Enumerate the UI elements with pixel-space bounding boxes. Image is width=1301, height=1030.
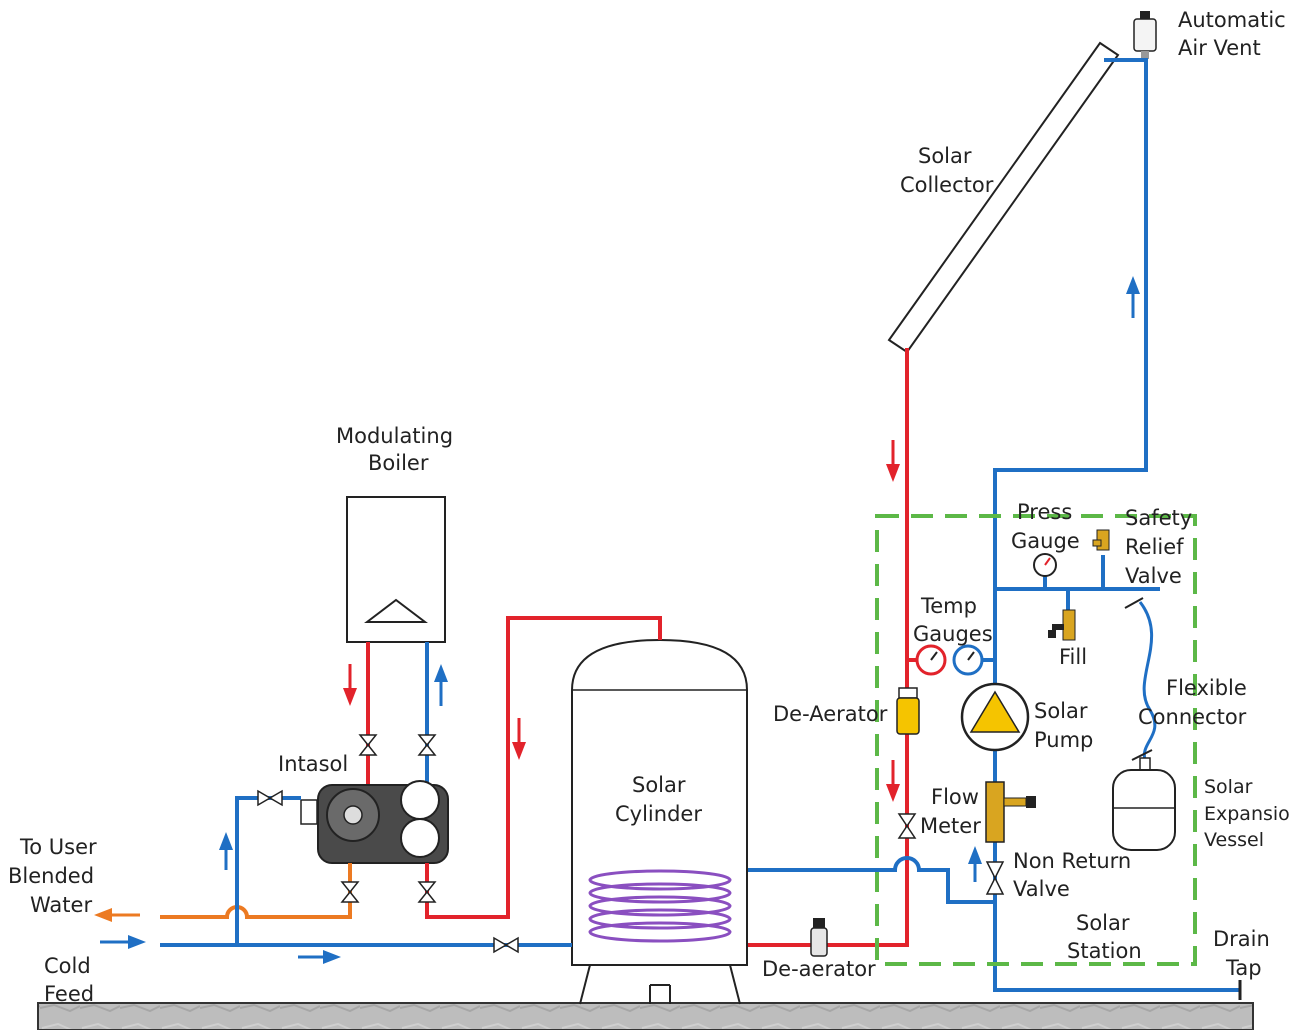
- svg-text:Station: Station: [1067, 939, 1142, 963]
- svg-text:Automatic: Automatic: [1178, 8, 1286, 32]
- label-fill: Fill: [1059, 645, 1087, 669]
- label-cold-feed: Cold Feed: [44, 954, 94, 1006]
- svg-text:Collector: Collector: [900, 173, 994, 197]
- svg-text:Cold: Cold: [44, 954, 91, 978]
- label-temp-gauges: Temp Gauges: [913, 594, 993, 646]
- label-flexible-connector: Flexible Connector: [1138, 676, 1247, 729]
- de-aerator-lower: [810, 918, 828, 957]
- svg-text:Safety: Safety: [1125, 506, 1192, 530]
- temp-gauge-red: [915, 644, 947, 676]
- svg-text:Modulating: Modulating: [336, 424, 453, 448]
- label-solar-cylinder: Solar Cylinder: [615, 773, 702, 826]
- solar-station-border: [875, 514, 1197, 966]
- hot-arrow-down: [512, 718, 526, 760]
- label-solar-collector: Solar Collector: [900, 144, 994, 197]
- label-intasol: Intasol: [278, 752, 348, 776]
- svg-text:Temp: Temp: [920, 594, 977, 618]
- cold-arrow-up: [219, 832, 233, 870]
- svg-text:Gauges: Gauges: [913, 622, 993, 646]
- svg-text:Solar: Solar: [918, 144, 972, 168]
- flow-arrow-down-red: [886, 440, 900, 802]
- svg-text:Boiler: Boiler: [368, 451, 429, 475]
- coil-return-pipe: [660, 856, 995, 904]
- svg-text:Pump: Pump: [1034, 728, 1093, 752]
- flexible-connector: [1138, 601, 1157, 761]
- svg-text:Connector: Connector: [1138, 705, 1247, 729]
- label-flow-meter: Flow Meter: [920, 785, 981, 838]
- svg-text:Blended: Blended: [8, 864, 94, 888]
- temp-gauge-blue: [952, 644, 984, 676]
- solar-expansion-vessel: [1112, 757, 1176, 851]
- collector-return-pipe: [993, 58, 1240, 992]
- svg-text:Gauge: Gauge: [1011, 529, 1080, 553]
- cold-branch-pipe: [235, 796, 301, 945]
- svg-text:Press: Press: [1017, 500, 1072, 524]
- red-pipe-valve: [897, 813, 917, 839]
- svg-text:Flow: Flow: [931, 785, 979, 809]
- label-modulating-boiler: Modulating Boiler: [336, 424, 453, 475]
- svg-text:Water: Water: [30, 893, 92, 917]
- label-solar-station: Solar Station: [1067, 911, 1142, 963]
- non-return-valve: [985, 861, 1005, 895]
- solar-pump: [960, 682, 1030, 752]
- flow-meter: [985, 781, 1036, 843]
- boiler-arrow-up: [434, 664, 448, 706]
- blended-outlet-pipe: [160, 863, 352, 919]
- label-de-aerator-lower: De-aerator: [762, 957, 876, 981]
- label-to-user: To User Blended Water: [8, 835, 97, 917]
- svg-text:Solar: Solar: [1076, 911, 1130, 935]
- label-de-aerator-upper: De-Aerator: [773, 702, 888, 726]
- safety-relief-valve: [1092, 529, 1110, 551]
- label-solar-pump: Solar Pump: [1034, 699, 1093, 752]
- intasol-valve: [300, 780, 449, 864]
- svg-text:Valve: Valve: [1013, 877, 1070, 901]
- boiler-arrow-down: [343, 664, 357, 706]
- solar-collector: [887, 41, 1120, 354]
- svg-text:Feed: Feed: [44, 982, 94, 1006]
- automatic-air-vent: [1133, 11, 1157, 59]
- svg-text:Drain: Drain: [1213, 927, 1270, 951]
- intasol-valves-low: [340, 881, 437, 903]
- svg-text:Solar: Solar: [1034, 699, 1088, 723]
- svg-text:Solar: Solar: [1204, 776, 1253, 798]
- label-press-gauge: Press Gauge: [1011, 500, 1080, 553]
- intasol-hot-inlet: [425, 616, 662, 919]
- blended-arrow-left: [94, 908, 140, 922]
- svg-text:Relief: Relief: [1125, 535, 1184, 559]
- label-automatic-air-vent: Automatic Air Vent: [1178, 8, 1286, 60]
- cold-branch-valve: [257, 789, 283, 807]
- svg-text:Meter: Meter: [920, 814, 981, 838]
- svg-text:Tap: Tap: [1225, 956, 1262, 980]
- svg-text:Solar: Solar: [632, 773, 686, 797]
- svg-text:Expansio: Expansio: [1204, 803, 1290, 825]
- svg-text:Non Return: Non Return: [1013, 849, 1131, 873]
- modulating-boiler: [346, 496, 446, 643]
- cold-feed-valve: [493, 936, 519, 954]
- label-solar-expansion-vessel: Solar Expansio Vessel: [1204, 776, 1290, 851]
- de-aerator-upper: [896, 687, 920, 735]
- svg-text:Cylinder: Cylinder: [615, 802, 702, 826]
- solar-cylinder: [571, 638, 748, 1005]
- svg-text:Air Vent: Air Vent: [1178, 36, 1261, 60]
- svg-text:To User: To User: [19, 835, 97, 859]
- fill-valve: [1048, 609, 1076, 641]
- cold-feed-arrow-right: [100, 935, 341, 964]
- svg-text:Vessel: Vessel: [1204, 829, 1264, 851]
- svg-text:Flexible: Flexible: [1166, 676, 1247, 700]
- label-safety-relief-valve: Safety Relief Valve: [1125, 506, 1192, 588]
- flow-arrow-up-station: [968, 846, 982, 882]
- press-gauge: [1033, 553, 1057, 577]
- floor: [37, 1002, 1254, 1030]
- label-non-return-valve: Non Return Valve: [1013, 849, 1131, 901]
- cylinder-coil: [588, 869, 732, 943]
- label-drain-tap: Drain Tap: [1213, 927, 1270, 980]
- svg-text:Valve: Valve: [1125, 564, 1182, 588]
- flow-arrow-up: [1126, 276, 1140, 318]
- boiler-valves: [358, 734, 437, 756]
